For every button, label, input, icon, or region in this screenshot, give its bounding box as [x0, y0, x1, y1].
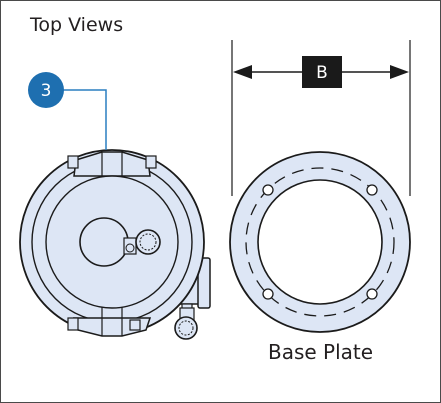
bolt-hole-bl	[262, 288, 274, 300]
unit-top-view	[19, 149, 211, 340]
clamp-tab-left-top	[67, 155, 79, 169]
dimension-label-box	[302, 56, 342, 88]
arrow-right	[390, 65, 409, 79]
clamp-tab-left-bottom	[67, 317, 79, 331]
dimension-label: B	[316, 63, 328, 83]
base-plate-label: Base Plate	[268, 340, 374, 364]
bolt-hole-br	[366, 288, 378, 300]
callout-number: 3	[41, 81, 52, 101]
fitting-ring	[125, 243, 135, 253]
callout-3: 3	[28, 72, 107, 150]
callout-badge	[28, 72, 64, 108]
clamp-tab-right-bottom	[129, 319, 141, 331]
bolt-hole-tl	[262, 184, 274, 196]
bolt-circle	[245, 167, 395, 317]
bolt-hole-tr	[366, 184, 378, 196]
center-hub	[79, 217, 129, 267]
gauge-bottom	[174, 316, 198, 340]
base-plate-drawing	[229, 151, 411, 333]
gauge-bottom-inner	[178, 320, 194, 336]
gauge-top-inner	[139, 233, 157, 251]
dimension-b: B	[231, 40, 411, 196]
side-port-flange	[197, 257, 211, 309]
clamp-tab-right-top	[145, 155, 157, 169]
arrow-left	[233, 65, 252, 79]
base-plate-inner	[257, 179, 383, 305]
callout-leader-line	[60, 89, 107, 150]
section-title: Top Views	[30, 14, 124, 36]
